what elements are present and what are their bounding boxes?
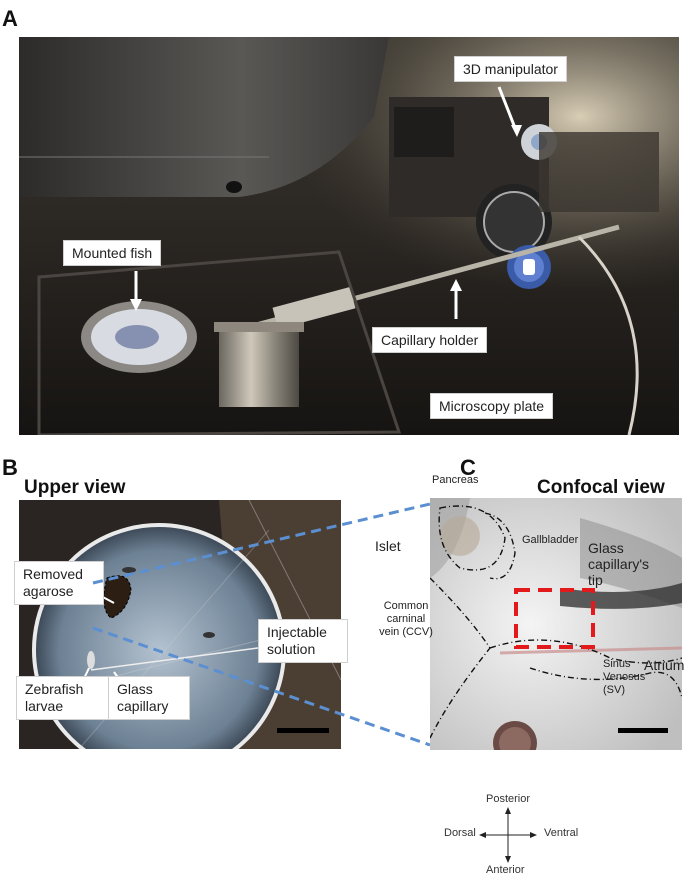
label-atrium: Atrium: [644, 657, 685, 673]
panel-c-title: Confocal view: [537, 477, 665, 498]
label-glass-capillary-tip: Glass capillary's tip: [588, 540, 650, 588]
compass-anterior: Anterior: [486, 864, 525, 876]
label-microscopy-plate: Microscopy plate: [430, 393, 554, 419]
panel-b-title: Upper view: [24, 477, 126, 498]
label-gallbladder: Gallbladder: [522, 534, 579, 546]
label-capillary-holder: Capillary holder: [372, 327, 488, 353]
panel-label-a: A: [2, 6, 18, 31]
label-sinus-venosus: Sinus Venosus (SV): [603, 658, 646, 696]
label-islet: Islet: [375, 538, 401, 554]
compass-arrows-icon: [479, 807, 537, 863]
compass-posterior: Posterior: [486, 793, 531, 805]
panel-label-b: B: [2, 455, 18, 480]
panel-label-c: C: [460, 455, 476, 480]
photo-microscope-setup: [19, 37, 679, 435]
label-glass-capillary: Glass capillary: [108, 676, 190, 720]
label-common-carninal-vein: Common carninal vein (CCV): [379, 600, 433, 638]
label-mounted-fish: Mounted fish: [63, 240, 162, 266]
photo-confocal-view: [430, 498, 682, 750]
label-3d-manipulator: 3D manipulator: [454, 56, 567, 82]
label-pancreas: Pancreas: [432, 474, 479, 486]
compass-dorsal: Dorsal: [444, 827, 476, 839]
label-injectable-solution: Injectable solution: [258, 619, 348, 663]
label-removed-agarose: Removed agarose: [14, 561, 104, 605]
label-zebrafish-larvae: Zebrafish larvae: [16, 676, 112, 720]
compass-ventral: Ventral: [544, 827, 579, 839]
